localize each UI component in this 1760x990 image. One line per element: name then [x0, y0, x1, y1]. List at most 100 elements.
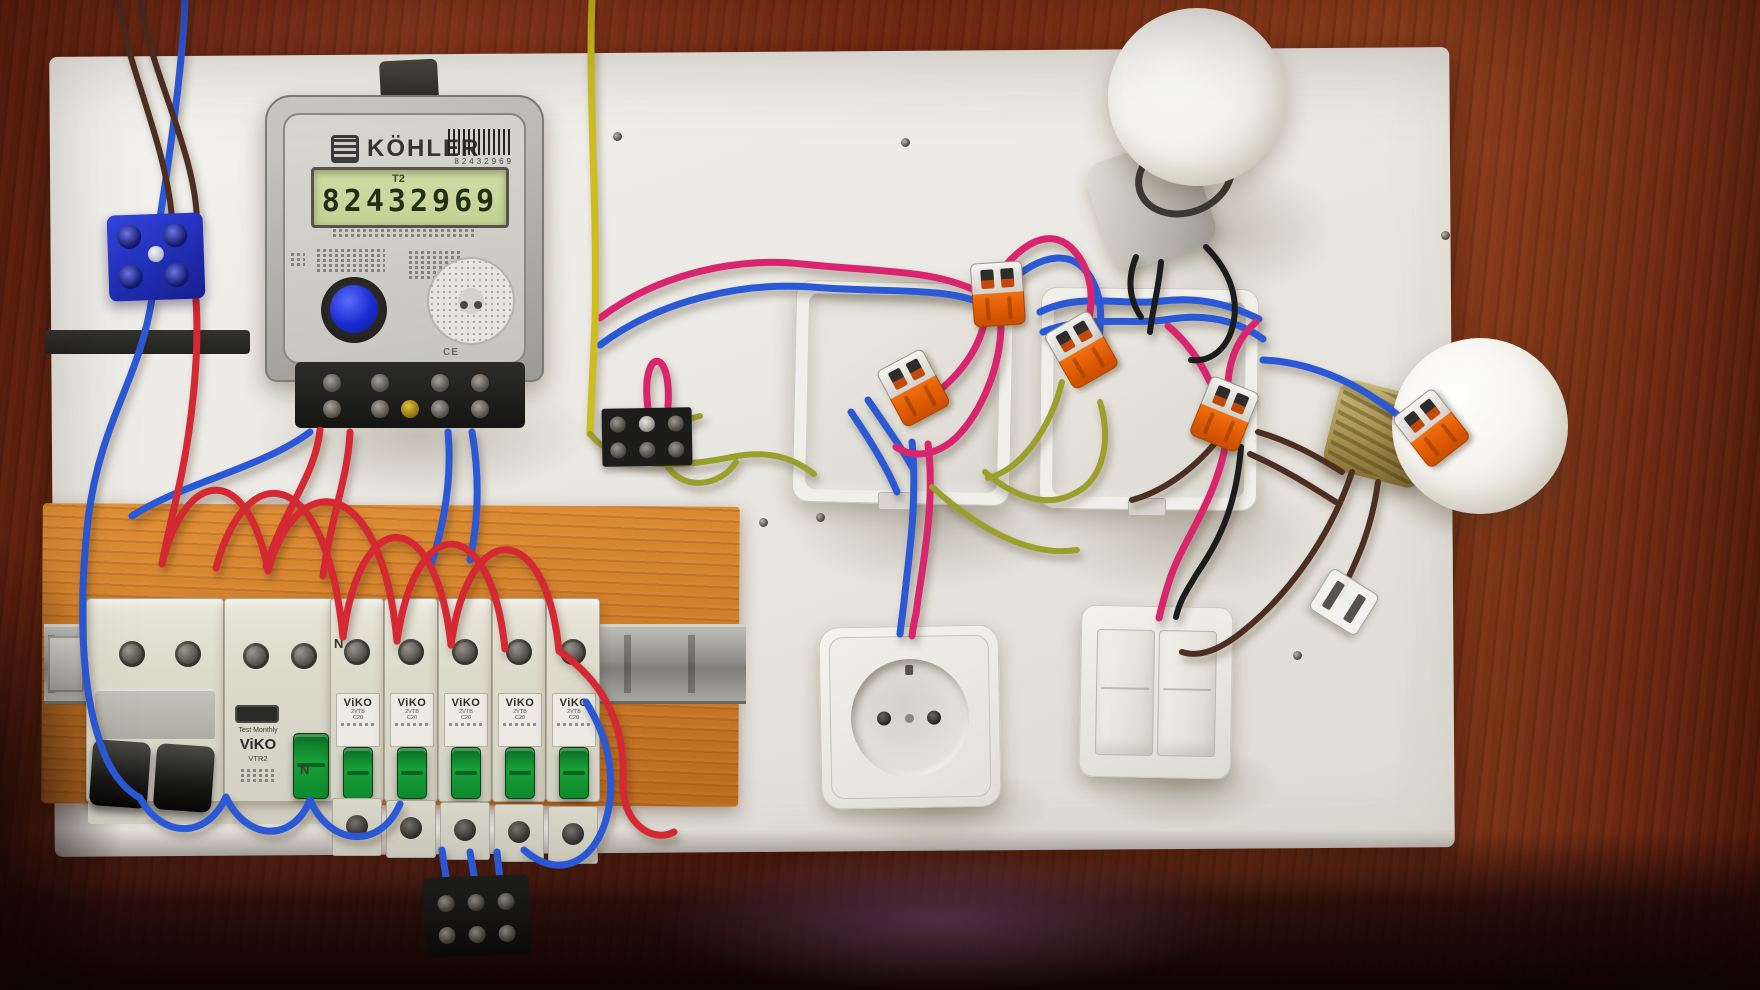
- rcd-toggle: [293, 733, 329, 799]
- energy-meter: KÖHLER 82432969 T2 82432969 CE: [265, 95, 544, 382]
- mcb-model: 2VTB: [459, 709, 473, 715]
- breaker-label-band: [95, 689, 215, 739]
- meter-serial: 82432969: [454, 157, 514, 166]
- mcb-model: 2VTB: [351, 709, 365, 715]
- lever-connector: [969, 260, 1027, 329]
- socket-outlet: [818, 624, 1002, 810]
- mcb-brand: ViKO: [343, 697, 373, 709]
- panel-screw: [613, 132, 622, 141]
- meter-seal-dial: [427, 257, 515, 345]
- socket-recess: [849, 657, 971, 779]
- mcb-label: ViKO 2VTB C20: [444, 693, 488, 747]
- rcd-spec-text: [237, 767, 281, 782]
- panel-screw: [816, 513, 825, 522]
- mcb-toggle: [451, 747, 481, 799]
- mcb-breaker: ViKO 2VTB C20: [492, 598, 546, 802]
- mcb-bottom-terminal: [440, 802, 490, 860]
- meter-blue-button: [330, 285, 378, 333]
- meter-reading: 82432969: [321, 184, 499, 219]
- mcb-breaker: ViKO 2VTB C20: [384, 598, 438, 802]
- terminal-screw: [560, 639, 586, 665]
- mcb-brand: ViKO: [397, 697, 427, 709]
- rcd-brand: ViKO: [239, 736, 277, 753]
- main-breaker: [86, 598, 224, 813]
- mcb-toggle: [559, 747, 589, 799]
- terminal-screw: [398, 639, 424, 665]
- mcb-rating: C20: [460, 715, 472, 721]
- mcb-bottom-terminal: [494, 804, 544, 862]
- mcb-bottom-terminal: [332, 798, 382, 856]
- switch-rocker-right: [1156, 630, 1218, 758]
- tariff-indicator: T2: [392, 173, 405, 185]
- terminal-screw: [506, 639, 532, 665]
- mcb-toggle: [397, 747, 427, 799]
- meter-terminal-cover: [45, 330, 250, 354]
- mcb-toggle: [343, 747, 373, 799]
- mcb-rating: C20: [352, 715, 364, 721]
- panel-screw: [1293, 651, 1302, 660]
- terminal-screw: [118, 264, 144, 290]
- mcb-brand: ViKO: [505, 697, 535, 709]
- mcb-model: 2VTB: [405, 709, 419, 715]
- mcb-model: 2VTB: [513, 709, 527, 715]
- terminal-screw: [452, 639, 478, 665]
- mcb-label: ViKO 2VTB C20: [498, 693, 542, 747]
- light-switch: [1078, 604, 1234, 780]
- meter-spec-text: [313, 247, 389, 272]
- mcb-label: ViKO 2VTB C20: [552, 693, 596, 747]
- connector-orange-base: [971, 291, 1027, 328]
- panel-screw: [901, 138, 910, 147]
- meter-face: KÖHLER 82432969 T2 82432969 CE: [283, 113, 526, 364]
- neutral-mark: N: [300, 762, 310, 777]
- mcb-bottom-terminal: [386, 800, 436, 858]
- mcb-rating: C20: [406, 715, 418, 721]
- junction-box-2-tab: [1128, 498, 1166, 516]
- mcb-label: ViKO 2VTB C20: [390, 693, 434, 747]
- panel-screw: [1441, 231, 1450, 240]
- mcb-rating: C20: [568, 715, 580, 721]
- terminal-screw: [291, 643, 317, 669]
- breaker-toggle: [152, 743, 216, 813]
- meter-fine-print: [329, 227, 479, 237]
- rcd-breaker: Test Monthly ViKO VTR2: [224, 598, 334, 802]
- din-rail-end-clamp: [48, 636, 84, 692]
- terminal-strip: [601, 407, 693, 467]
- seal-dot: [474, 301, 482, 309]
- mcb-breaker: ViKO 2VTB C20: [330, 598, 384, 802]
- socket-center-screw: [904, 713, 915, 724]
- mcb-breaker: ViKO 2VTB C20: [438, 598, 492, 802]
- barcode-icon: [448, 129, 512, 155]
- socket-notch: [905, 664, 914, 676]
- meter-button-bezel: [321, 277, 387, 343]
- terminal-screw: [162, 222, 188, 248]
- terminal-screw: [175, 641, 201, 667]
- terminal-glint: [147, 245, 165, 263]
- meter-display: T2 82432969: [311, 167, 509, 228]
- neutral-mark: N: [334, 636, 344, 651]
- cloth-shadow: [650, 845, 1230, 990]
- koehler-logo-icon: [331, 135, 359, 163]
- terminal-screw: [116, 224, 142, 250]
- junction-box-1-tab: [878, 492, 916, 510]
- mcb-toggle: [505, 747, 535, 799]
- terminal-screw: [119, 641, 145, 667]
- rcd-test-label: Test Monthly: [238, 727, 278, 734]
- breaker-toggle: [88, 739, 152, 809]
- seal-dot: [460, 301, 468, 309]
- light-bulb-1: [1108, 8, 1286, 186]
- meter-terminal-block: [295, 362, 525, 428]
- rcd-test-button: [235, 705, 279, 723]
- panel-screw: [759, 518, 768, 527]
- mcb-brand: ViKO: [451, 697, 481, 709]
- ce-mark: CE: [443, 347, 459, 358]
- socket-hole: [926, 710, 942, 725]
- choc-terminal-block: [422, 874, 532, 958]
- mcb-bottom-terminal: [548, 806, 598, 864]
- mcb-label: ViKO 2VTB C20: [336, 693, 380, 747]
- terminal-block-blue: [106, 212, 206, 302]
- switch-rocker-left: [1094, 628, 1156, 756]
- socket-hole: [876, 711, 892, 726]
- mcb-brand: ViKO: [559, 697, 589, 709]
- meter-side-text: [287, 251, 309, 266]
